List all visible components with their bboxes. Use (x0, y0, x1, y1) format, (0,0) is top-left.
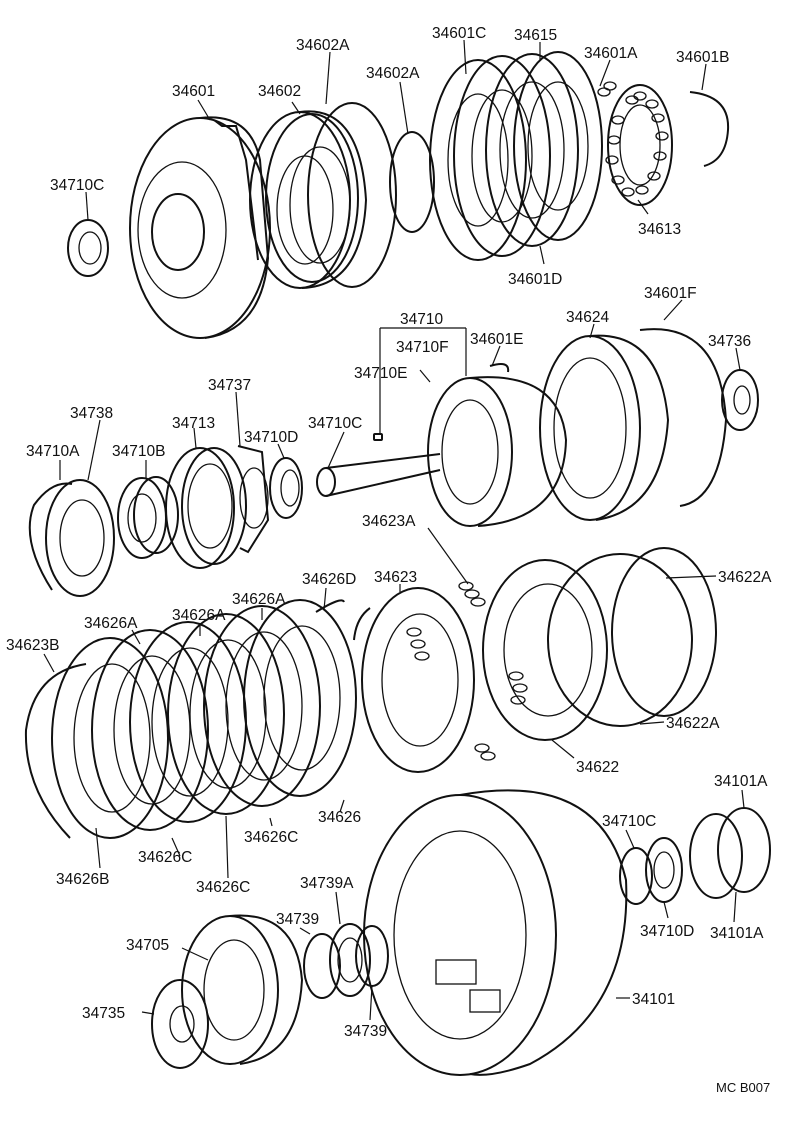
drum-34705 (181, 914, 304, 1065)
bearing-34710D-mid (269, 457, 303, 519)
label-34710F: 34710F (396, 339, 449, 356)
ring-34624 (539, 334, 670, 521)
label-34626A-b: 34626A (172, 607, 226, 624)
label-34626D: 34626D (302, 571, 356, 588)
label-34626C-b: 34626C (138, 849, 192, 866)
label-34739-a: 34739 (276, 911, 319, 928)
ring-gear-34713 (165, 447, 247, 569)
label-34736: 34736 (708, 333, 751, 350)
drum-34601 (129, 116, 271, 339)
label-34602A-b: 34602A (366, 65, 420, 82)
label-34623A: 34623A (362, 513, 416, 530)
label-34601: 34601 (172, 83, 215, 100)
label-34626B: 34626B (56, 871, 109, 888)
washer-34735 (151, 979, 209, 1069)
seal-rings-34101A (689, 807, 771, 899)
label-34622A-b: 34622A (666, 715, 720, 732)
label-34601D: 34601D (508, 271, 562, 288)
label-34735: 34735 (82, 1005, 125, 1022)
label-34602A-a: 34602A (296, 37, 350, 54)
label-34101A-b: 34101A (710, 925, 764, 942)
planetary-carrier-34601E (427, 363, 568, 527)
label-34626A-a: 34626A (232, 591, 286, 608)
label-34710: 34710 (400, 311, 443, 328)
snap-ring-34623B (24, 663, 87, 839)
label-34710E: 34710E (354, 365, 407, 382)
label-34738: 34738 (70, 405, 113, 422)
label-34710C-a: 34710C (50, 177, 104, 194)
label-34601F: 34601F (644, 285, 697, 302)
o-rings-34622A (547, 547, 717, 727)
label-34710B: 34710B (112, 443, 165, 460)
label-34101A-a: 34101A (714, 773, 768, 790)
label-34710D-a: 34710D (244, 429, 298, 446)
label-34713: 34713 (172, 415, 215, 432)
label-34601C: 34601C (432, 25, 486, 42)
bearing-34710B (117, 476, 179, 559)
clutch-plates-34626-34626A-34626C (51, 599, 357, 839)
label-34623B: 34623B (6, 637, 59, 654)
label-34101: 34101 (632, 991, 675, 1008)
label-34601B: 34601B (676, 49, 729, 66)
label-34705: 34705 (126, 937, 169, 954)
piston-34623 (353, 587, 475, 773)
label-34710A: 34710A (26, 443, 80, 460)
label-34710C-c: 34710C (602, 813, 656, 830)
leader-lines (43, 39, 745, 1021)
piston-34622 (482, 559, 608, 741)
gear-34738 (45, 479, 115, 597)
diagram-code: MC B007 (716, 1080, 770, 1095)
snap-ring-34626D (315, 599, 345, 613)
label-34626: 34626 (318, 809, 361, 826)
snap-ring-34601B (689, 91, 730, 167)
part-labels: 34601 34602 34602A 34602A 34601C 34615 3… (6, 25, 772, 1095)
label-34624: 34624 (566, 309, 609, 326)
input-shaft (316, 433, 441, 497)
label-34623: 34623 (374, 569, 417, 586)
washer-34736 (721, 369, 759, 431)
snap-ring-34710A (28, 482, 73, 591)
label-34601A: 34601A (584, 45, 638, 62)
label-34626A-c: 34626A (84, 615, 138, 632)
label-34602: 34602 (258, 83, 301, 100)
label-34710D-b: 34710D (640, 923, 694, 940)
case-34101 (363, 789, 628, 1076)
label-34626C-a: 34626C (244, 829, 298, 846)
seal-34710C-top (67, 219, 109, 277)
label-34737: 34737 (208, 377, 251, 394)
label-34622A-a: 34622A (718, 569, 772, 586)
label-34622: 34622 (576, 759, 619, 776)
label-34710C-b: 34710C (308, 415, 362, 432)
label-34601E: 34601E (470, 331, 523, 348)
clutch-discs-34601C-34601D (429, 51, 603, 261)
label-34613: 34613 (638, 221, 681, 238)
o-ring-34602A (307, 102, 435, 288)
return-spring-34613 (597, 81, 673, 206)
plate-34737 (237, 445, 270, 554)
return-spring-34623A (406, 581, 496, 761)
bearing-34710C-34710D-bottom (619, 837, 683, 905)
label-34615: 34615 (514, 27, 557, 44)
label-34626C-c: 34626C (196, 879, 250, 896)
label-34739A: 34739A (300, 875, 354, 892)
label-34739-b: 34739 (344, 1023, 387, 1040)
